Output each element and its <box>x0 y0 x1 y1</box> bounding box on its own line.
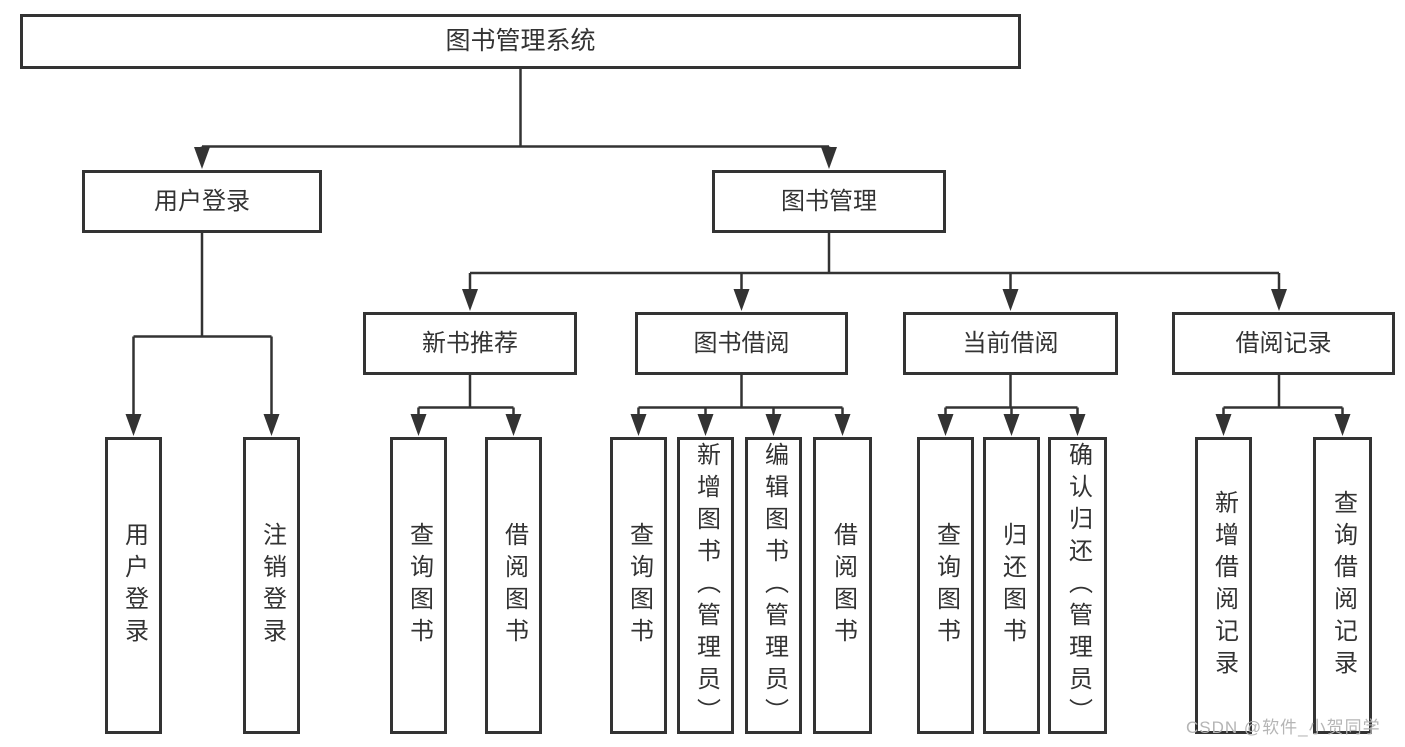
leaf-query-borrow-record: 查询借阅记录 <box>1313 437 1372 734</box>
node-user-login: 用户登录 <box>82 170 322 233</box>
watermark-text: CSDN @软件_小贺同学 <box>1186 718 1381 737</box>
node-library-management-system: 图书管理系统 <box>20 14 1021 69</box>
node-book-borrowing: 图书借阅 <box>635 312 848 375</box>
leaf-query-books: 查询图书 <box>610 437 667 734</box>
leaf-borrow-books: 借阅图书 <box>485 437 542 734</box>
leaf-confirm-return-admin: 确认归还（管理员） <box>1048 437 1107 734</box>
leaf-user-login: 用户登录 <box>105 437 162 734</box>
leaf-borrow-books: 借阅图书 <box>813 437 872 734</box>
arrowheads <box>125 147 1351 436</box>
node-borrowing-records: 借阅记录 <box>1172 312 1395 375</box>
leaf-logout: 注销登录 <box>243 437 300 734</box>
leaf-add-book-admin: 新增图书（管理员） <box>677 437 734 734</box>
leaf-return-books: 归还图书 <box>983 437 1040 734</box>
leaf-add-borrow-record: 新增借阅记录 <box>1195 437 1252 734</box>
node-new-book-recommendation: 新书推荐 <box>363 312 577 375</box>
leaf-edit-book-admin: 编辑图书（管理员） <box>745 437 802 734</box>
node-book-management: 图书管理 <box>712 170 946 233</box>
leaf-query-books: 查询图书 <box>917 437 974 734</box>
leaf-query-books: 查询图书 <box>390 437 447 734</box>
node-current-borrowing: 当前借阅 <box>903 312 1118 375</box>
